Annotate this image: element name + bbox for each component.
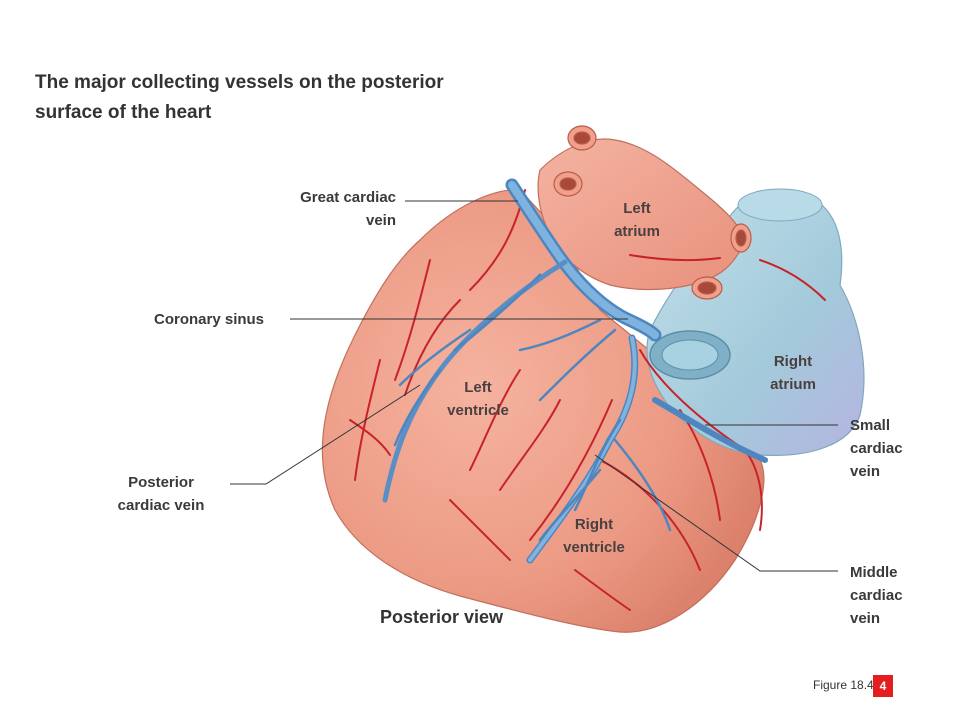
label-posterior-cardiac-vein: Posterior cardiac vein [117, 474, 205, 514]
label-left-atrium: Left atrium [614, 200, 660, 240]
label-small-cardiac-vein: Small cardiac vein [850, 417, 903, 480]
view-label: Posterior view [380, 607, 504, 627]
leader-middle-cardiac-vein [594, 454, 838, 572]
cardiac-veins [382, 178, 768, 564]
figure-reference: Figure 18.4 [813, 678, 874, 692]
label-left-ventricle: Left ventricle [447, 379, 509, 419]
label-right-atrium: Right atrium [770, 353, 816, 393]
label-coronary-sinus: Coronary sinus [154, 311, 265, 328]
label-right-ventricle: Right ventricle [563, 516, 625, 556]
superior-vena-cava [737, 188, 823, 222]
leader-lines [230, 200, 838, 572]
leader-posterior-cardiac-vein [230, 384, 421, 485]
page-number-badge: 4 [873, 675, 893, 697]
slide-title: The major collecting vessels on the post… [35, 72, 444, 123]
label-great-cardiac-vein: Great cardiac vein [300, 189, 396, 229]
pulmonary-veins [553, 125, 752, 300]
label-middle-cardiac-vein: Middle cardiac vein [850, 564, 903, 627]
